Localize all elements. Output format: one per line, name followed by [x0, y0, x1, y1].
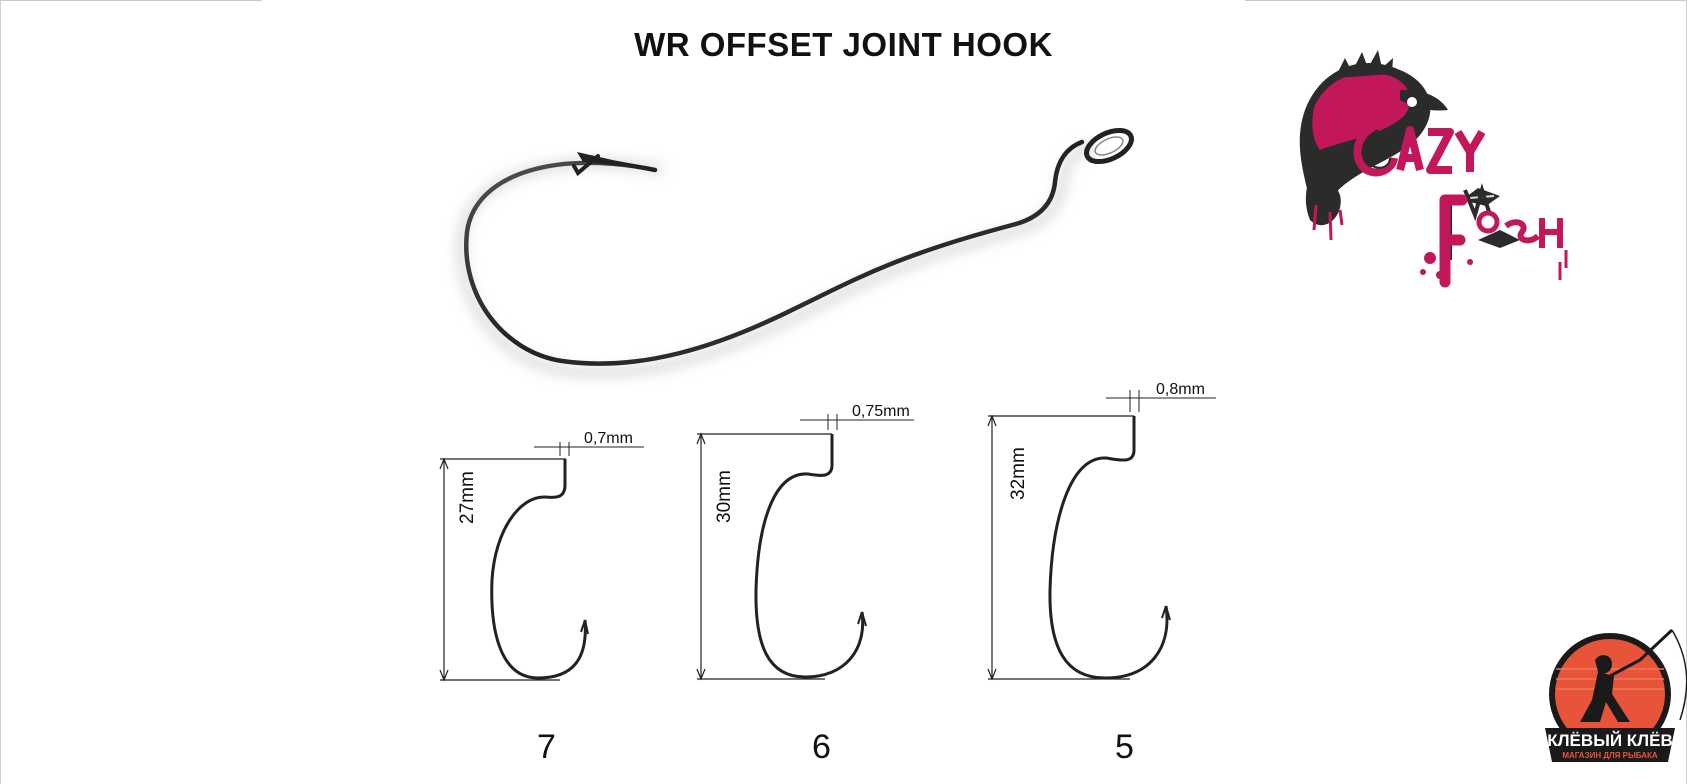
frame-line-top-left [0, 0, 262, 1]
hook-5-length-label: 32mm [1008, 447, 1029, 500]
hook-diagram-7: 27mm 0,7mm [439, 430, 644, 682]
crazy-fish-logo [1299, 50, 1568, 288]
shop-name: КЛЁВЫЙ КЛЁВ [1547, 731, 1673, 750]
hook-7-wire-label: 0,7mm [584, 430, 633, 447]
product-title: WR OFFSET JOINT HOOK [634, 26, 1053, 63]
shop-logo-emblem: КЛЁВЫЙ КЛЁВ МАГАЗИН ДЛЯ РЫБАКА [1545, 628, 1687, 762]
hook-size-7-label: 7 [537, 728, 556, 766]
shop-tagline: МАГАЗИН ДЛЯ РЫБАКА [1562, 751, 1658, 760]
frame-line-top-right [1245, 0, 1687, 1]
hook-diagram-6: 30mm 0,75mm [696, 403, 914, 681]
hook-5-wire-label: 0,8mm [1156, 381, 1205, 398]
hook-6-wire-label: 0,75mm [852, 403, 910, 420]
hook-diagram-5: 32mm 0,8mm [987, 381, 1216, 681]
hook-size-6-label: 6 [812, 728, 831, 766]
hook-6-length-label: 30mm [714, 470, 735, 523]
frame-line-left [0, 0, 1, 784]
main-hook-illustration [456, 127, 1134, 378]
hook-size-5-label: 5 [1115, 728, 1134, 766]
hook-7-length-label: 27mm [457, 471, 478, 524]
